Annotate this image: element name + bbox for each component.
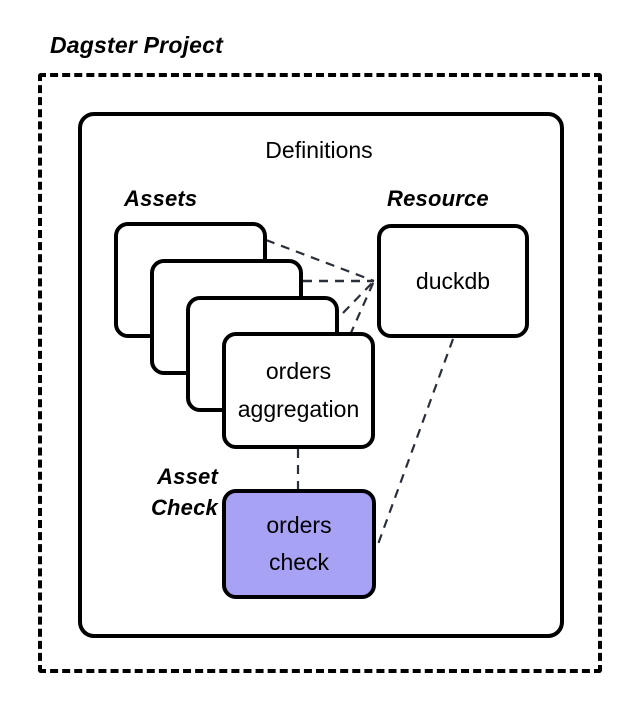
resource-duckdb-label: duckdb [415,267,491,294]
asset-card-orders-aggregation-label: orders aggregation [238,353,360,428]
diagram-title: Dagster Project [50,32,224,58]
orders-aggregation-line-1: orders [265,358,332,385]
orders-check-line-1: orders [266,511,332,538]
asset-check-group-label: Asset Check [150,464,218,521]
asset-check-orders-check-label: orders check [266,507,331,582]
resource-duckdb-box[interactable]: duckdb [377,224,529,338]
definitions-container [78,112,564,638]
resource-group-label: Resource [387,186,489,211]
definitions-label: Definitions [265,137,373,163]
orders-aggregation-line-2: aggregation [237,395,360,422]
asset-card-orders-aggregation[interactable]: orders aggregation [222,332,375,449]
dagster-project-boundary [38,73,602,673]
assets-group-label: Assets [124,186,198,211]
asset-check-orders-check-box[interactable]: orders check [222,489,376,599]
orders-check-line-2: check [268,549,330,575]
